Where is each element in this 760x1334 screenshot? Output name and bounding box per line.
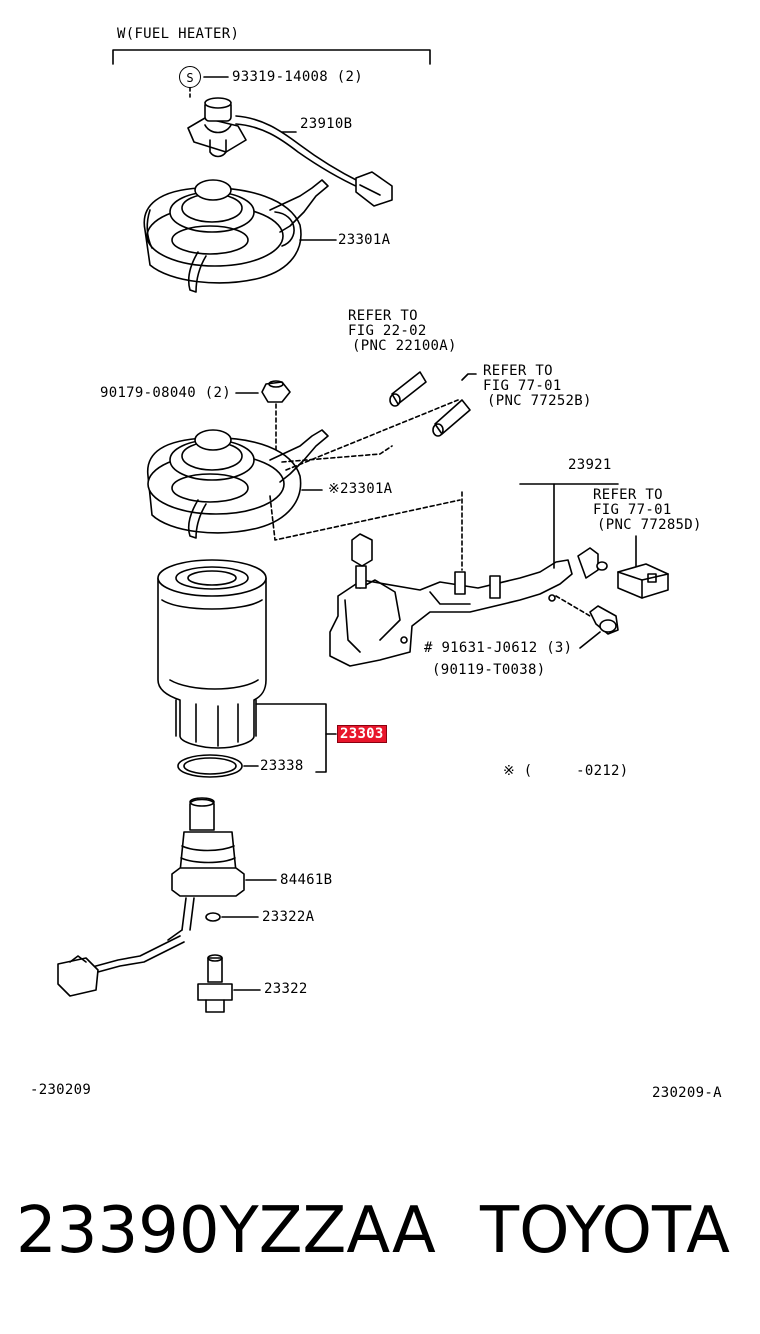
fuel-heater-sensor-graphic [187, 97, 393, 207]
refer-77-01-d-line1[interactable]: REFER TO [593, 487, 663, 503]
part-label-23303-highlighted[interactable]: 23303 [337, 725, 387, 743]
part-label-23910b[interactable]: 23910B [300, 116, 353, 132]
part-label-bolt[interactable]: # 91631-J0612 (3) [424, 640, 573, 656]
part-label-screw[interactable]: 93319-14008 (2) [232, 69, 363, 85]
refer-77-01-b-line2[interactable]: FIG 77-01 [483, 378, 562, 394]
part-label-bolt-alt[interactable]: (90119-T0038) [432, 662, 546, 678]
caption-part-number: 23390YZZAA [16, 1194, 436, 1268]
variant-bracket [112, 49, 431, 65]
drain-switch-graphic [197, 954, 261, 1013]
filter-housing-upper-graphic [143, 179, 337, 293]
applicability-note: ※ ( -0212) [503, 763, 629, 779]
bolt-graphic [579, 605, 619, 649]
refer-77-01-d-line2[interactable]: FIG 77-01 [593, 502, 672, 518]
highlight-badge[interactable]: 23303 [337, 725, 387, 743]
o-ring-graphic [177, 754, 259, 778]
filter-housing-lower-graphic [146, 399, 461, 541]
part-label-23301a-lower[interactable]: ※23301A [328, 481, 393, 497]
part-label-23921[interactable]: 23921 [568, 457, 612, 473]
connector-graphic [617, 535, 669, 599]
caption-brand: TOYOTA [480, 1194, 730, 1268]
refer-22-02-line3[interactable]: (PNC 22100A) [352, 338, 457, 354]
part-label-23301a-upper[interactable]: 23301A [338, 232, 391, 248]
part-label-84461b[interactable]: 84461B [280, 872, 333, 888]
nut-graphic [235, 380, 291, 459]
filter-element-graphic [157, 559, 337, 773]
variant-header-label: W(FUEL HEATER) [117, 26, 240, 42]
part-label-23322[interactable]: 23322 [264, 981, 308, 997]
heater-graphic [57, 797, 277, 997]
footer-left-code: -230209 [30, 1082, 92, 1098]
refer-77-01-b-line1[interactable]: REFER TO [483, 363, 553, 379]
bracket-graphic [329, 483, 619, 667]
screw-symbol-icon: S [179, 66, 201, 88]
small-gasket-graphic [205, 912, 259, 922]
refer-77-01-b-line3[interactable]: (PNC 77252B) [487, 393, 592, 409]
refer-22-02-line1[interactable]: REFER TO [348, 308, 418, 324]
part-label-23322a[interactable]: 23322A [262, 909, 315, 925]
footer-right-code: 230209-A [652, 1085, 722, 1101]
part-label-23338[interactable]: 23338 [260, 758, 304, 774]
refer-77-01-d-line3[interactable]: (PNC 77285D) [597, 517, 702, 533]
part-label-nut[interactable]: 90179-08040 (2) [100, 385, 231, 401]
refer-22-02-line2[interactable]: FIG 22-02 [348, 323, 427, 339]
hose-graphics [389, 371, 477, 437]
